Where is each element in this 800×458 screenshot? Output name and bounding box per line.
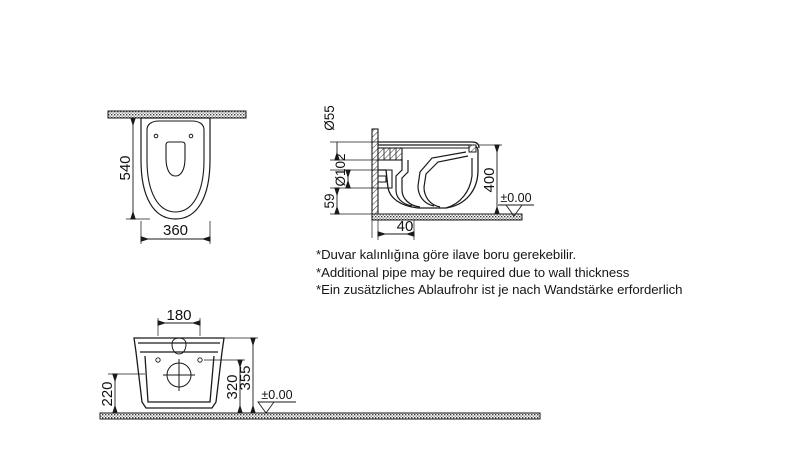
dimension-side-outlet-height: 59 <box>322 187 340 215</box>
dimension-side-projection-label: 400 <box>481 167 498 192</box>
dimension-front-bolt-spacing-label: 180 <box>166 307 191 324</box>
top-view: 540 360 <box>107 110 247 244</box>
side-view-floor-bar <box>371 213 523 221</box>
front-view-datum-triangle-icon <box>257 401 275 414</box>
top-view-bolt-hole-right <box>188 133 194 139</box>
top-view-rim-inner <box>146 120 205 213</box>
front-view-outlet-circle <box>163 359 195 391</box>
side-view-outlet-stub <box>378 169 393 189</box>
side-view-trapway-section <box>395 151 473 209</box>
dimension-side-projection: 400 <box>481 144 500 215</box>
drawing-notes: *Duvar kalınlığına göre ilave boru gerek… <box>316 246 756 299</box>
top-view-water-spot <box>165 141 186 177</box>
dimension-side-outlet-diameter-label: Ø102 <box>333 153 348 186</box>
dimension-front-bolt-spacing: 180 <box>157 307 201 326</box>
front-view: 180 220 320 355 ±0.00 <box>99 307 541 420</box>
dimension-front-overall-height-label: 355 <box>237 365 254 390</box>
dimension-front-overall-height: 355 <box>237 337 256 414</box>
dimension-front-mid-height-label: 320 <box>224 374 241 399</box>
front-view-bolt-hole-right <box>197 357 203 363</box>
side-view-rim <box>402 144 477 153</box>
front-view-top-detail <box>171 337 187 355</box>
top-view-bowl-outline <box>140 117 211 220</box>
dimension-top-width: 360 <box>140 222 211 242</box>
dimension-side-wall-offset: 40 <box>377 218 415 237</box>
dimension-side-outlet-diameter: Ø102 <box>333 153 351 189</box>
side-view-datum-label: ±0.00 <box>500 191 531 205</box>
front-view-datum-marker: ±0.00 <box>257 388 296 414</box>
dimension-side-outlet-height-label: 59 <box>322 193 337 208</box>
dimension-side-inlet-diameter: Ø55 <box>322 105 340 161</box>
dimension-top-depth-label: 540 <box>117 155 134 180</box>
dimension-front-lower-height-label: 220 <box>99 381 116 406</box>
dimension-top-width-label: 360 <box>163 222 188 239</box>
dimension-side-wall-offset-label: 40 <box>397 218 414 235</box>
dimension-front-mid-height: 320 <box>224 359 243 414</box>
side-view-flush-inlet <box>377 147 403 161</box>
dimension-top-depth: 540 <box>117 117 136 220</box>
side-view-wall <box>371 128 379 219</box>
side-view-datum-marker: ±0.00 <box>498 191 534 217</box>
note-line-english: *Additional pipe may be required due to … <box>316 264 630 280</box>
side-section-view: Ø55 Ø102 59 400 40 ±0.00 <box>322 105 534 240</box>
side-view-datum-triangle-icon <box>505 204 523 217</box>
dimension-side-inlet-diameter-label: Ø55 <box>322 105 337 131</box>
front-view-datum-label: ±0.00 <box>261 388 292 402</box>
front-view-floor-bar <box>99 412 541 420</box>
note-line-turkish: *Duvar kalınlığına göre ilave boru gerek… <box>316 247 577 262</box>
dimension-front-lower-height: 220 <box>99 373 118 414</box>
front-view-body-outline <box>133 337 225 409</box>
note-line-german: *Ein zusätzliches Ablaufrohr ist je nach… <box>316 282 683 298</box>
front-view-bolt-hole-left <box>155 357 161 363</box>
top-view-wall-bar <box>107 110 247 119</box>
top-view-bolt-hole-left <box>153 133 159 139</box>
